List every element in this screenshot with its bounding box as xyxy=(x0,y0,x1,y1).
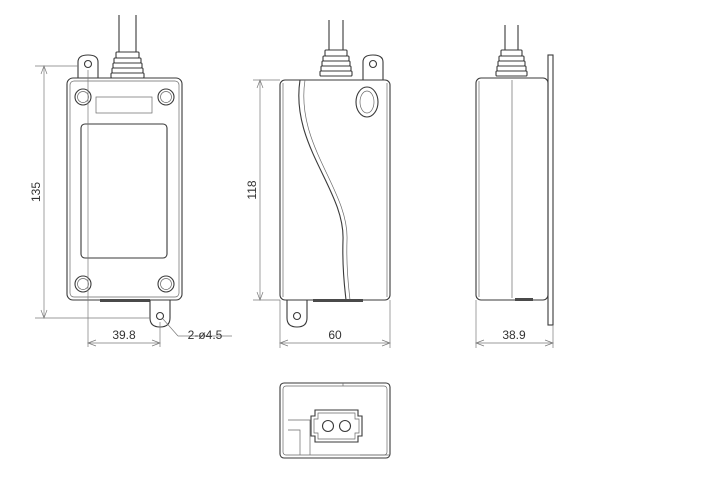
connector-pin xyxy=(321,419,335,433)
dimension-118: 118 xyxy=(245,180,259,199)
bottom-view xyxy=(279,382,391,459)
screw xyxy=(157,275,175,293)
end-view-flange xyxy=(547,54,554,326)
side-view: 118 60 xyxy=(245,20,391,348)
end-view-cable xyxy=(495,25,528,77)
front-view: 135 39.8 2-ø4.5 xyxy=(29,15,232,347)
screw xyxy=(74,275,92,293)
led-window xyxy=(355,86,379,118)
end-view: 38.9 xyxy=(475,25,554,348)
dimension-39-8: 39.8 xyxy=(112,328,136,342)
side-view-cable xyxy=(319,20,353,77)
front-top-ear xyxy=(77,54,99,78)
side-view-split-line xyxy=(298,79,347,301)
screw xyxy=(157,88,175,106)
front-view-body xyxy=(66,77,183,301)
ac-inlet-connector xyxy=(310,409,363,443)
dimension-135: 135 xyxy=(29,182,43,202)
front-top-ear-hole xyxy=(83,59,93,69)
dimension-60: 60 xyxy=(328,328,342,342)
side-top-ear xyxy=(362,54,384,80)
front-view-label-panel xyxy=(80,123,168,259)
dimension-hole-spec: 2-ø4.5 xyxy=(188,328,223,342)
front-view-cable xyxy=(110,15,145,79)
front-bottom-ear-hole xyxy=(155,311,165,321)
side-bottom-ear xyxy=(286,300,308,328)
bottom-view-body xyxy=(279,382,391,459)
dimension-38-9: 38.9 xyxy=(502,328,526,342)
screw xyxy=(74,88,92,106)
connector-pin xyxy=(338,419,352,433)
side-view-body xyxy=(279,79,391,301)
